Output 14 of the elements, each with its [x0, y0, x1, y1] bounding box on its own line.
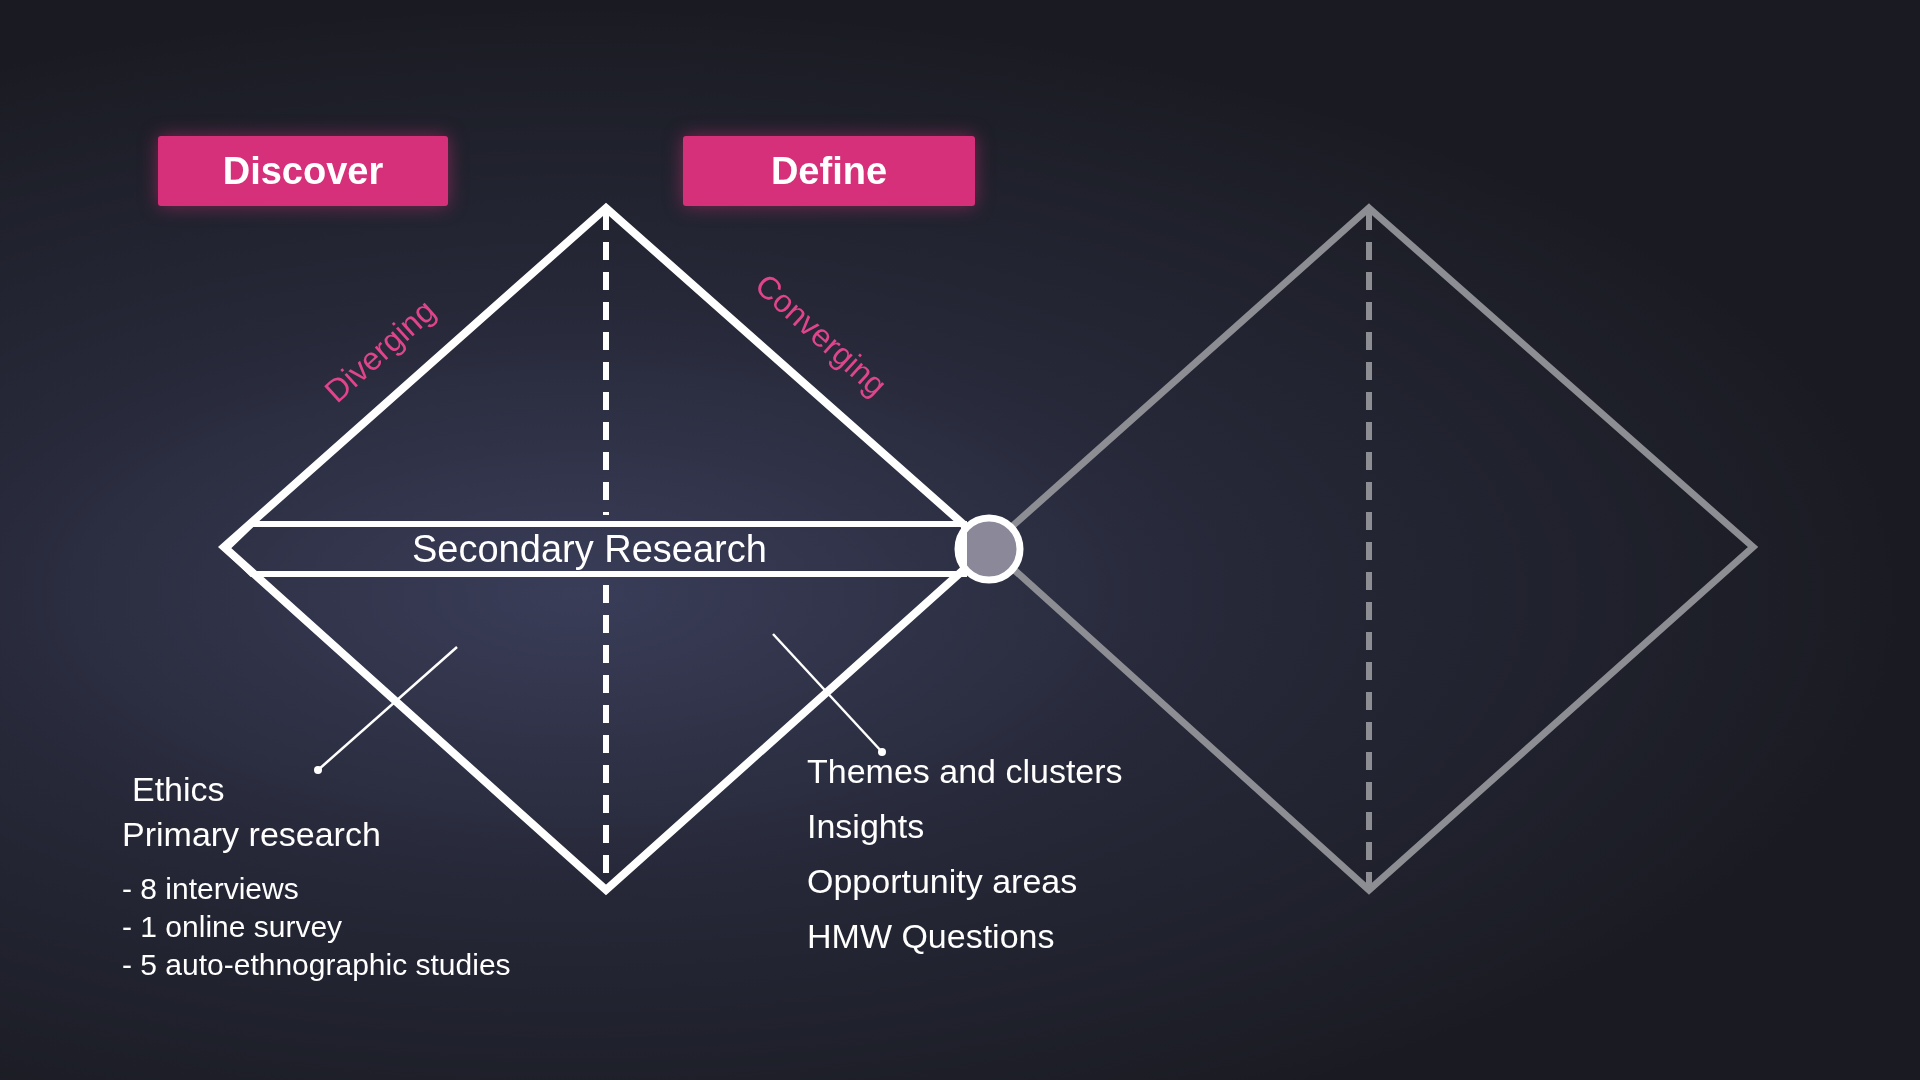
- leader-line: [772, 633, 886, 756]
- list-text: Insights: [807, 807, 926, 846]
- list-text: Themes and clusters: [807, 752, 1123, 791]
- phase-tag: Discover: [158, 136, 448, 206]
- phase-tag: Define: [683, 136, 975, 206]
- list-item: - 5 auto-ethnographic studies: [122, 948, 511, 982]
- list-item: - 8 interviews: [122, 872, 299, 906]
- list-text: HMW Questions: [807, 917, 1056, 956]
- band-label: Secondary Research: [412, 528, 767, 571]
- leader-line: [314, 646, 458, 774]
- list-text: Ethics: [132, 770, 226, 809]
- list-item: - 1 online survey: [122, 910, 343, 944]
- list-text: Opportunity areas: [807, 862, 1079, 901]
- list-text: Primary research: [122, 815, 381, 854]
